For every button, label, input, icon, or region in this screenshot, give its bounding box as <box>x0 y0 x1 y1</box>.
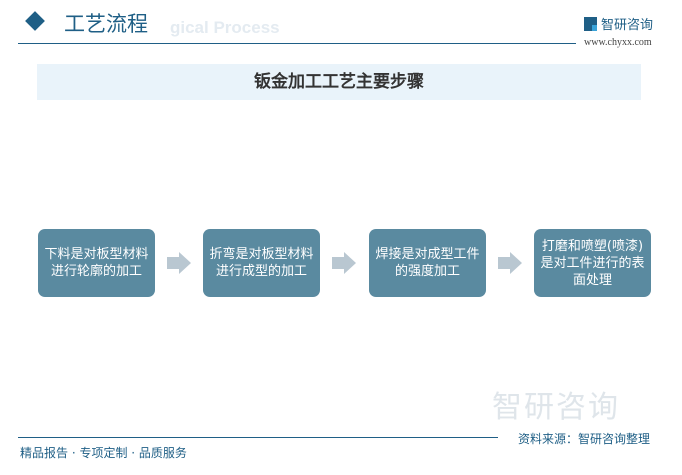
step-label: 折弯是对板型材料进行成型的加工 <box>209 247 314 279</box>
step-label: 打磨和喷塑(喷漆)是对工件进行的表面处理 <box>540 238 645 288</box>
logo-icon <box>584 16 597 31</box>
step-label: 焊接是对成型工件的强度加工 <box>375 247 480 279</box>
watermark: 智研咨询 <box>492 390 620 425</box>
brand-name: 智研咨询 <box>601 18 654 33</box>
header-divider <box>18 43 576 44</box>
footer-divider <box>18 437 498 438</box>
arrow-right-icon <box>332 252 356 274</box>
source-note: 资料来源：智研咨询整理 <box>518 432 651 446</box>
step-label: 下料是对板型材料进行轮廓的加工 <box>44 247 149 279</box>
brand-url: www.chyxx.com <box>584 37 652 48</box>
step-box: 折弯是对板型材料进行成型的加工 <box>203 229 320 297</box>
diagram-title: 钣金加工工艺主要步骤 <box>37 64 641 100</box>
arrow-right-icon <box>498 252 522 274</box>
footer-slogan: 精品报告 · 专项定制 · 品质服务 <box>20 446 187 460</box>
step-box: 打磨和喷塑(喷漆)是对工件进行的表面处理 <box>534 229 651 297</box>
step-box: 焊接是对成型工件的强度加工 <box>369 229 486 297</box>
arrow-right-icon <box>167 252 191 274</box>
page-title: 工艺流程 <box>64 12 148 36</box>
brand: 智研咨询 <box>584 14 653 33</box>
step-box: 下料是对板型材料进行轮廓的加工 <box>38 229 155 297</box>
header-subtitle: gical Process <box>170 18 280 37</box>
diamond-icon <box>25 11 45 31</box>
